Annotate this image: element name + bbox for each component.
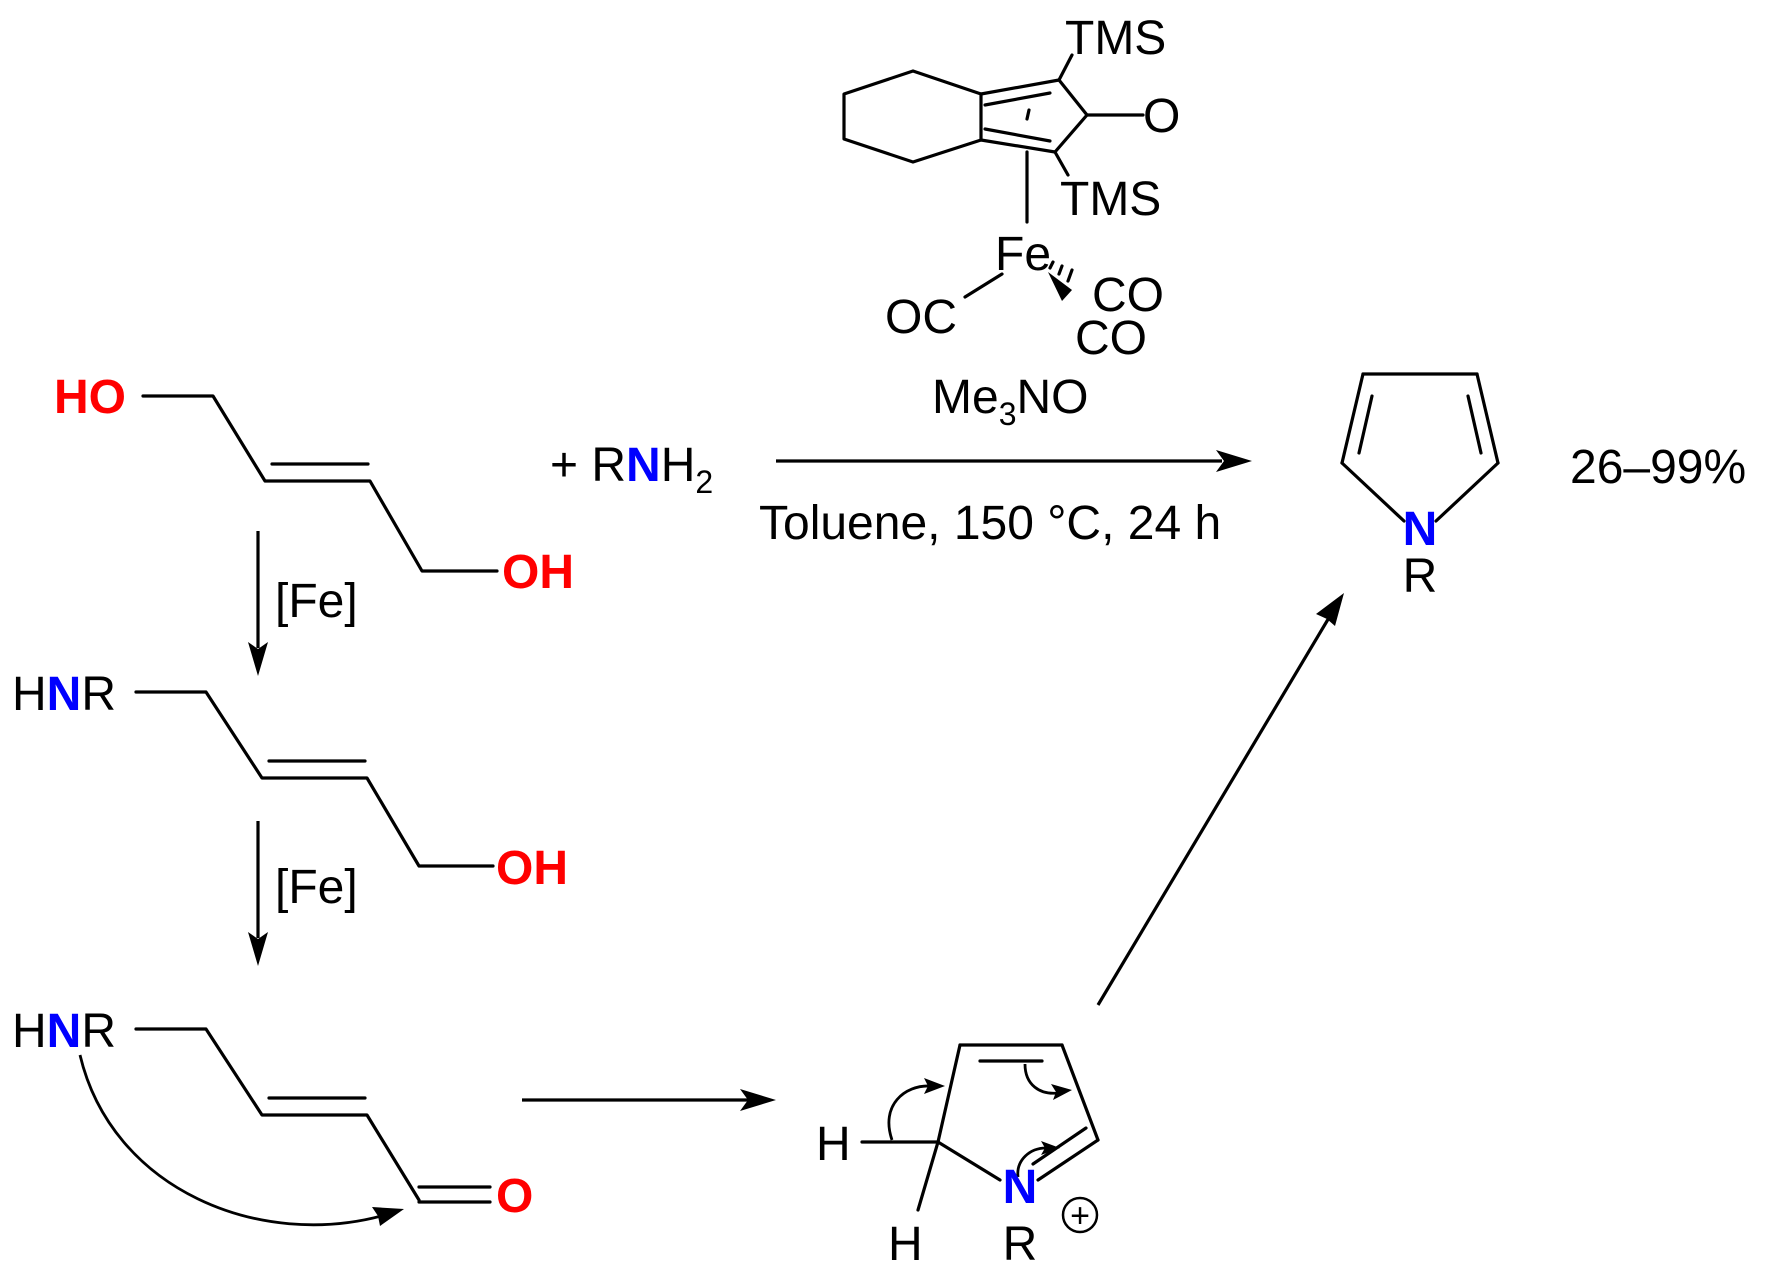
aromatization-arrow [1096,593,1344,1006]
pyrrole-n-label: N [1403,503,1438,556]
pyrrole-product: N R [1340,372,1500,603]
amino-aldehyde-h: H [12,1005,47,1058]
amino-alcohol-h: H [12,668,47,721]
amino-alcohol-r: R [81,668,116,721]
step2-label: [Fe] [275,861,358,914]
starting-diol: HO OH [54,371,574,599]
step2-arrow [248,821,268,966]
ho-label: HO [54,371,126,424]
aldehyde-o-label: O [496,1170,533,1223]
iminium-intermediate: H H N R + [816,1043,1100,1271]
step1-arrow [248,531,268,676]
tms-top-label: TMS [1065,12,1166,65]
conditions-label: Toluene, 150 °C, 24 h [759,497,1221,550]
iminium-n-label: N [1003,1161,1038,1214]
amine-n: N [626,439,661,492]
amine-plus-r: + R [550,439,626,492]
main-reaction-arrow [776,450,1252,472]
step1-label: [Fe] [275,575,358,628]
additive-subscript: 3 [999,396,1017,432]
co-left-label: OC [885,291,957,344]
catalyst-bonds [842,53,1145,301]
iron-catalyst: TMS O TMS Fe OC CO CO Me3NO [842,12,1180,432]
co-right-1-label: CO [1092,269,1164,322]
cyclization-curved-arrow [78,1054,404,1227]
amine-subscript: 2 [695,464,713,500]
iminium-h-bottom: H [888,1218,923,1271]
additive-suffix: NO [1016,371,1088,424]
co-right-2-label: CO [1075,312,1147,365]
yield-label: 26–99% [1570,441,1746,494]
iminium-h-left: H [816,1118,851,1171]
amino-aldehyde-r: R [81,1005,116,1058]
amino-alcohol: HNR OH [12,668,568,895]
amino-alcohol-nhr: HNR [12,668,116,721]
oxo-label: O [1143,90,1180,143]
tms-bottom-label: TMS [1060,173,1161,226]
iron-label: Fe [995,228,1051,281]
oh-label: OH [502,546,574,599]
amine-h: H [661,439,696,492]
iminium-r-label: R [1003,1218,1038,1271]
additive-prefix: Me [932,371,999,424]
amino-aldehyde: HNR O [12,1005,533,1223]
amino-alcohol-n: N [47,668,82,721]
additive-label: Me3NO [932,371,1088,432]
cyclization-arrow [522,1089,776,1111]
amino-aldehyde-nhr: HNR [12,1005,116,1058]
amine-reagent: + RNH2 [550,439,713,500]
pyrrole-r-label: R [1403,550,1438,603]
amino-alcohol-oh: OH [496,842,568,895]
amino-aldehyde-n: N [47,1005,82,1058]
iminium-charge-label: + [1070,1197,1090,1235]
